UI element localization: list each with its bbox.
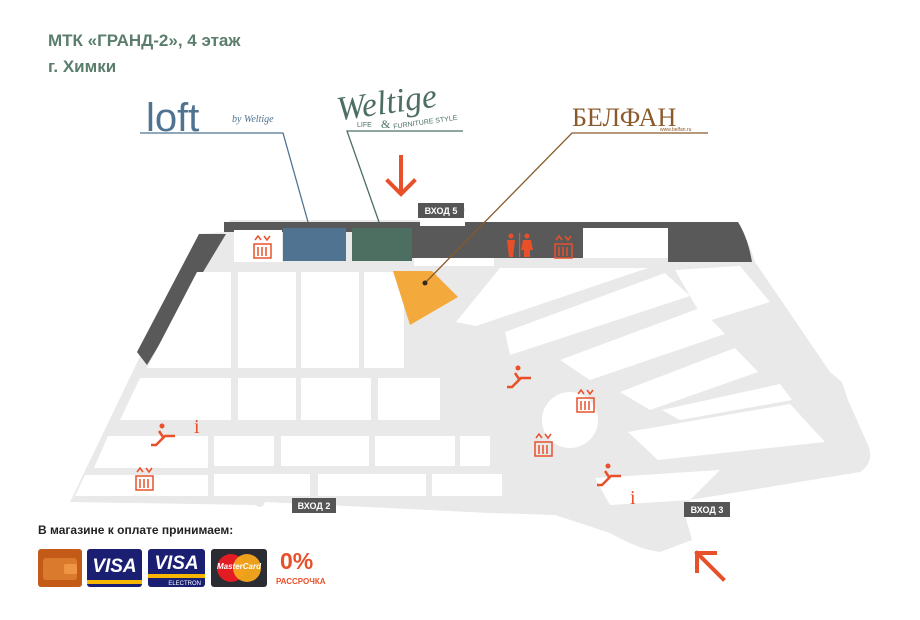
- escalator-icon: [151, 423, 175, 447]
- belfan-logo: БЕЛФАН: [572, 103, 676, 132]
- toilet-icon: [507, 233, 533, 257]
- elevator-icon: [554, 234, 573, 259]
- svg-text:ВХОД 3: ВХОД 3: [691, 505, 724, 515]
- elevator-icon: [576, 388, 595, 413]
- svg-text:ВХОД 2: ВХОД 2: [298, 501, 331, 511]
- svg-text:ВХОД 5: ВХОД 5: [425, 206, 458, 216]
- weltige-logo-sub-amp: &: [381, 117, 391, 131]
- shop-blocks: [75, 228, 825, 505]
- loft-leader-line: [140, 132, 309, 223]
- mastercard-icon: MasterCard: [211, 549, 267, 587]
- arrow-up-left-icon: [694, 550, 726, 582]
- elevator-icon: [253, 234, 272, 259]
- arrow-down-icon: [385, 155, 417, 197]
- visa-label: VISA: [92, 556, 137, 577]
- installment-label: РАССРОЧКА: [276, 577, 326, 586]
- loft-logo-sub: by Weltige: [232, 114, 274, 125]
- map-title: МТК «ГРАНД-2», 4 этаж: [48, 31, 241, 50]
- belfan-store[interactable]: [393, 271, 458, 325]
- electron-label: ELECTRON: [168, 581, 201, 587]
- belfan-url: www.belfan.ru: [660, 127, 692, 133]
- escalator-icon: [597, 463, 621, 487]
- map-city: г. Химки: [48, 57, 117, 76]
- loft-logo: loft: [146, 96, 199, 140]
- entrance-2-label[interactable]: ВХОД 2: [292, 498, 336, 513]
- entrance-5-label[interactable]: ВХОД 5: [418, 203, 464, 218]
- visa-electron-card-icon: VISA ELECTRON: [148, 549, 205, 587]
- visa-card-icon: VISA: [87, 549, 142, 587]
- weltige-leader-line: [346, 130, 463, 223]
- mastercard-label: MasterCard: [216, 562, 261, 571]
- loft-store[interactable]: [283, 228, 346, 261]
- info-icon: i: [630, 487, 636, 509]
- elevator-icon: [135, 466, 154, 491]
- visa-electron-label: VISA: [154, 553, 199, 574]
- weltige-store[interactable]: [352, 228, 412, 261]
- belfan-pointer-dot: [422, 280, 428, 286]
- belfan-leader-line: [424, 132, 708, 284]
- wallet-icon: [38, 549, 82, 587]
- info-icon: i: [194, 416, 200, 438]
- wall-top-right: [668, 222, 752, 262]
- wall-left: [137, 234, 226, 365]
- weltige-logo-sub-left: LIFE: [357, 122, 372, 129]
- escalator-icon: [507, 365, 531, 389]
- elevator-icon: [534, 432, 553, 457]
- zero-percent-badge: 0%: [280, 548, 314, 574]
- payment-label: В магазине к оплате принимаем:: [38, 523, 234, 537]
- entrance-3-label[interactable]: ВХОД 3: [684, 502, 730, 517]
